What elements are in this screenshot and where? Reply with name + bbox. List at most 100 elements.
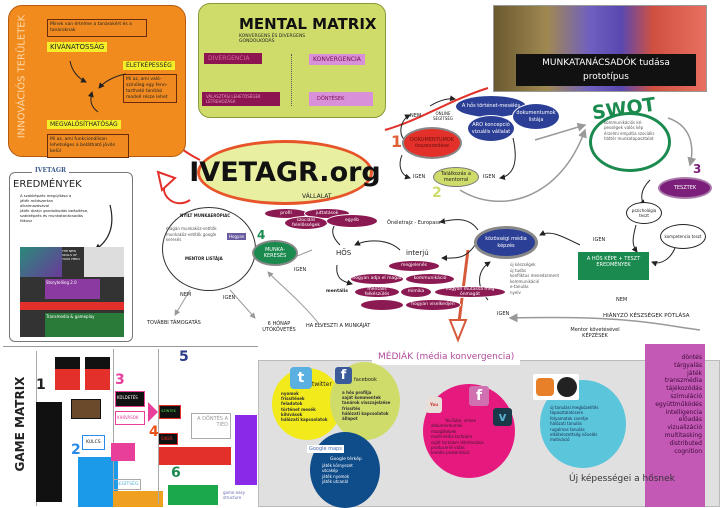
twitter-item: hálózati kapcsolatok [281,416,328,422]
hat-honap: 6 HÓNAP UTÓKÖVETÉS [262,321,296,333]
kozossegi-item: kommunikáció [510,278,540,284]
twitter-label: twitter [312,381,332,388]
eredmenyek-p2: Játék dizájn gondolkodás beépítése, szak… [20,208,89,223]
aro-node[interactable]: ARO koncepció vizuális vállalat [467,115,515,142]
kozossegi-media-node[interactable]: közösségi média képzés [474,226,538,259]
kozossegi-item: új készségek [510,262,536,267]
number-1: 1 [36,377,46,393]
purple-card [235,415,257,485]
uj-kepessegei: Új képességei a hősnek [569,474,675,484]
label-eletkepesseg: ÉLETKÉPESSÉG [123,61,175,70]
interju-item: hogyan mutassa meg önmagát [434,286,506,298]
label-online: ONLINE SEGÍTSÉG [433,111,453,121]
elearning-item: folyamatok cseréje [550,415,589,421]
number-2: 2 [71,442,81,458]
step-2-number: 2 [432,185,442,201]
divider [291,54,292,106]
siker-card[interactable]: SIKER [158,433,178,445]
kulcs-label: KULCS [82,435,105,450]
elearning-logo-icon [533,374,579,400]
skill-item: döntés [681,354,702,361]
number-3: 3 [115,372,125,388]
szintek-card[interactable]: SZINTEK [159,405,181,419]
label-igen-3: IGEN [593,237,606,243]
youtube-item: multimédia tartalom [431,434,473,440]
kozossegi-items: új készségek új tudás konfliktus menedzs… [510,262,559,296]
youtube-item: kreatív prezentáció [431,450,470,456]
facebook-icon: f [335,367,352,384]
eredmenyek-panel: IVETAGR EREDMÉNYEK A szakképzés megújítá… [9,167,133,342]
kihivasok-card[interactable]: KIHÍVÁSOK [115,411,145,425]
kozossegi-item: nyelv [510,289,521,295]
kozossegi-item: konfliktus menedzsment [510,273,560,279]
interju-label: interjú [406,249,429,257]
number-5: 5 [179,349,189,365]
talalkozas-node[interactable]: Találkozás a mentorral [433,167,479,187]
center-title-ellipse[interactable]: IVETAGR.org [189,140,381,205]
mentor-listaja: MENTOR LISTÁJA [185,256,223,261]
label-igen-4: IGEN [497,311,510,317]
facebook-label: facebook [354,377,377,383]
segitseg-label: SEGÍTSÉG [113,479,142,490]
number-6: 6 [171,465,181,481]
google-item: utcakép [322,468,338,474]
tesztek-node[interactable]: TESZTEK [658,177,712,199]
hianyzo-label: HIÁNYZÓ KÉSZSÉGEK PÓTLÁSA [603,313,690,319]
hos-kepe-box[interactable]: A HŐS KÉPE + TESZT EREDMÉNYEK [578,252,649,280]
google-maps-logo: Google maps [307,445,344,453]
tovabbi-tamogatas: TOVÁBBI TÁMOGATÁS [147,320,201,326]
kepzesek-label: KÉPZÉSEK [582,333,608,339]
skill-item: intelligencia [665,408,702,416]
pink-card [111,443,135,461]
dokumentumok-node[interactable]: DOKUMENTUMOK összeszedése [402,127,462,159]
nyilt-munkaeropiac-ellipse[interactable] [162,207,256,291]
interju-item: mentális felkészülés [354,286,400,298]
mental-matrix-subtitle: KONVERGENS ÉS DIVERGENS GONDOLKODÁS [239,34,306,44]
elearning-items: új tanulási megközelítés tapasztalatcser… [550,405,598,443]
youtube-item: YouTube, vimeo [445,418,477,423]
game-image [71,399,101,419]
dokumentumok-listaja-node[interactable]: dokumentumok listája [512,103,560,130]
pszichologia-node[interactable]: pszichológia teszt [626,202,662,224]
twitter-item: történet mesék [281,406,316,412]
label-megvalosithatosag: MEGVALÓSÍTHATÓSÁG [47,120,121,129]
facebook-icon-2: f [469,386,489,406]
skill-item: vizualizáció [667,424,702,432]
label-igen-1: IGEN [413,174,426,180]
hogyan-label: Hogyan [227,233,247,240]
elearning-item: elkötelezettség növelés [550,431,598,437]
nyilt-label: NYÍLT MUNKAERŐPIAC [180,213,231,218]
photo-panel: MUNKATANÁCSADÓK tudása prototípus [493,5,707,92]
hosnek-tail [645,474,703,486]
youtube-items: YouTube, vimeo dokumentumok mozgóképek m… [431,418,484,456]
twitter-item: frissítések [281,396,305,402]
collage-text: THE NEW SKILLS OF YOUR HERO [62,249,80,261]
step-1-number: 1 [391,132,403,151]
game-matrix-title: GAME MATRIX [13,376,27,472]
facebook-item: tanárok visszajelzése [342,400,391,406]
interju-item: hogyan adja el magát [350,273,404,285]
megvalosithatosag-note: Mi az, ami funkcionálisan lehetséges a b… [47,134,129,158]
facebook-item: frissítés [342,405,361,411]
mediak-title: MÉDIÁK (média konvergencia) [372,349,521,365]
eletkepesseg-note: Mi az, ami való-szinűleg egy fenn-tartha… [123,74,177,104]
box-dontesek: DÖNTÉSEK [309,92,373,106]
step-4-number: 4 [257,228,266,242]
twitter-icon: t [290,367,312,389]
youtube-item: dokumentumok [431,423,463,429]
eredmenyek-brand: IVETAGR [32,167,69,174]
hos-tortenet-node[interactable]: A hős történet-mesélés [456,96,526,117]
munkakereses-node[interactable]: MUNKA-KERESÉS [252,240,298,266]
facebook-item: saját kommentek [342,395,381,401]
ha-elveszti: HA ELVESZTI A MUNKÁJÁT [306,323,371,329]
twitter-item: nyomok [281,391,299,396]
kuldetes-card[interactable]: KÜLDETÉS [115,391,145,407]
label-igen-2: IGEN [483,174,496,180]
swot-circle[interactable] [589,112,671,172]
google-circle [310,432,380,508]
twitter-item: feladatok [281,401,303,407]
swot-items: kommunikációs ké-pességek valós kép érze… [604,120,655,142]
skill-item: transzmédia [664,377,702,385]
kompetencia-node[interactable]: kompetencia teszt [660,224,706,249]
twitter-item: kihívások [281,411,303,417]
